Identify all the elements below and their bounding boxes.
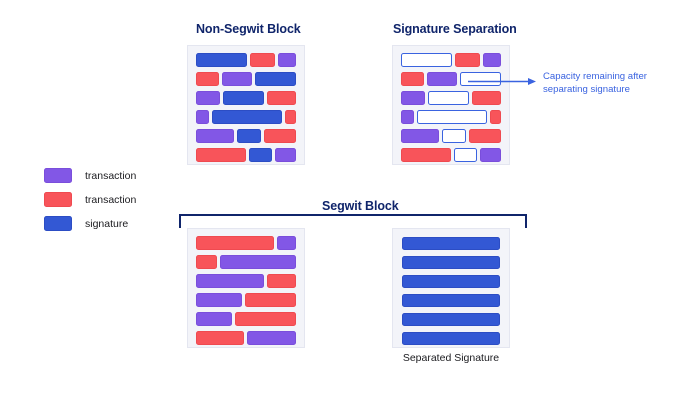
block-cell-transaction-purple [401, 91, 425, 105]
block-row [401, 148, 501, 162]
block-cell-transaction-purple [196, 91, 220, 105]
block-cell-transaction-purple [277, 236, 296, 250]
block-cell-transaction-red [264, 129, 296, 143]
block-cell-transaction-purple [426, 72, 458, 86]
separated-signature-panel [392, 228, 510, 348]
block-row [196, 312, 296, 326]
legend-label: transaction [85, 193, 137, 206]
block-cell-removed-signature [401, 53, 453, 67]
block-cell-transaction-red [267, 274, 296, 288]
block-cell-removed-signature [442, 129, 467, 143]
block-cell-transaction-red [245, 293, 296, 307]
block-cell-removed-signature [453, 148, 478, 162]
non-segwit-block-title: Non-Segwit Block [196, 22, 301, 36]
block-row [196, 53, 296, 67]
block-cell-removed-signature [427, 91, 469, 105]
block-row [401, 110, 501, 124]
non-segwit-rows [196, 53, 296, 162]
block-cell-transaction-red [196, 72, 219, 86]
block-row [196, 72, 296, 86]
block-cell-transaction-purple [246, 331, 296, 345]
capacity-annotation-text: Capacity remaining after separating sign… [543, 71, 647, 95]
block-cell-transaction-purple [482, 53, 501, 67]
block-cell-signature [211, 110, 283, 124]
signature-separation-title: Signature Separation [393, 22, 517, 36]
block-row [196, 129, 296, 143]
segwit-block-title: Segwit Block [322, 199, 399, 213]
block-cell-transaction-red [401, 148, 451, 162]
block-cell-transaction-red [401, 72, 424, 86]
block-cell-transaction-purple [401, 129, 440, 143]
block-cell-transaction-purple [196, 312, 233, 326]
legend-swatch-red [44, 192, 72, 207]
block-cell-transaction-purple [221, 72, 253, 86]
legend-item: signature [44, 216, 136, 231]
block-cell-transaction-purple [277, 53, 296, 67]
block-cell-transaction-purple [196, 110, 209, 124]
legend-label: transaction [85, 169, 137, 182]
signature-separation-rows [401, 53, 501, 162]
legend-swatch-purple [44, 168, 72, 183]
block-cell-signature [196, 53, 248, 67]
capacity-annotation-arrow-icon [468, 78, 536, 85]
block-cell-signature [248, 148, 273, 162]
legend-label: signature [85, 217, 129, 230]
block-cell-transaction-purple [401, 110, 414, 124]
block-cell-transaction-red [196, 331, 244, 345]
block-row [196, 236, 296, 250]
separated-signature-bar [402, 237, 500, 250]
block-cell-transaction-red [196, 236, 275, 250]
separated-signature-bar [402, 294, 500, 307]
block-row [196, 148, 296, 162]
block-cell-transaction-red [490, 110, 501, 124]
block-row [196, 274, 296, 288]
block-cell-removed-signature [416, 110, 488, 124]
block-cell-transaction-red [196, 148, 246, 162]
separated-signature-bar [402, 275, 500, 288]
block-cell-signature [237, 129, 262, 143]
block-cell-transaction-purple [275, 148, 296, 162]
block-row [196, 255, 296, 269]
block-cell-transaction-red [250, 53, 275, 67]
block-row [196, 293, 296, 307]
non-segwit-block-panel [187, 45, 305, 165]
block-cell-transaction-purple [196, 293, 242, 307]
block-row [196, 110, 296, 124]
block-row [196, 331, 296, 345]
block-cell-transaction-purple [220, 255, 296, 269]
block-cell-transaction-red [285, 110, 296, 124]
block-row [401, 72, 501, 86]
legend: transaction transaction signature [44, 168, 136, 231]
block-cell-transaction-red [455, 53, 480, 67]
block-cell-transaction-blue [255, 72, 296, 86]
block-row [401, 53, 501, 67]
block-row [401, 91, 501, 105]
block-row [196, 91, 296, 105]
signature-separation-panel [392, 45, 510, 165]
segwit-rows [196, 236, 296, 345]
block-cell-signature [222, 91, 264, 105]
segwit-block-panel [187, 228, 305, 348]
separated-signature-bar [402, 256, 500, 269]
separated-signature-bar [402, 313, 500, 326]
block-cell-transaction-red [471, 91, 501, 105]
block-cell-transaction-red [196, 255, 218, 269]
block-cell-transaction-red [235, 312, 296, 326]
separated-signature-bars [402, 237, 500, 345]
separated-signature-caption: Separated Signature [402, 352, 500, 364]
block-cell-transaction-purple [196, 129, 235, 143]
legend-swatch-blue [44, 216, 72, 231]
block-cell-transaction-red [266, 91, 296, 105]
block-cell-transaction-red [469, 129, 501, 143]
legend-item: transaction [44, 192, 136, 207]
segwit-block-bracket [179, 214, 527, 228]
block-cell-transaction-purple [196, 274, 265, 288]
block-cell-transaction-purple [480, 148, 501, 162]
separated-signature-bar [402, 332, 500, 345]
block-row [401, 129, 501, 143]
legend-item: transaction [44, 168, 136, 183]
